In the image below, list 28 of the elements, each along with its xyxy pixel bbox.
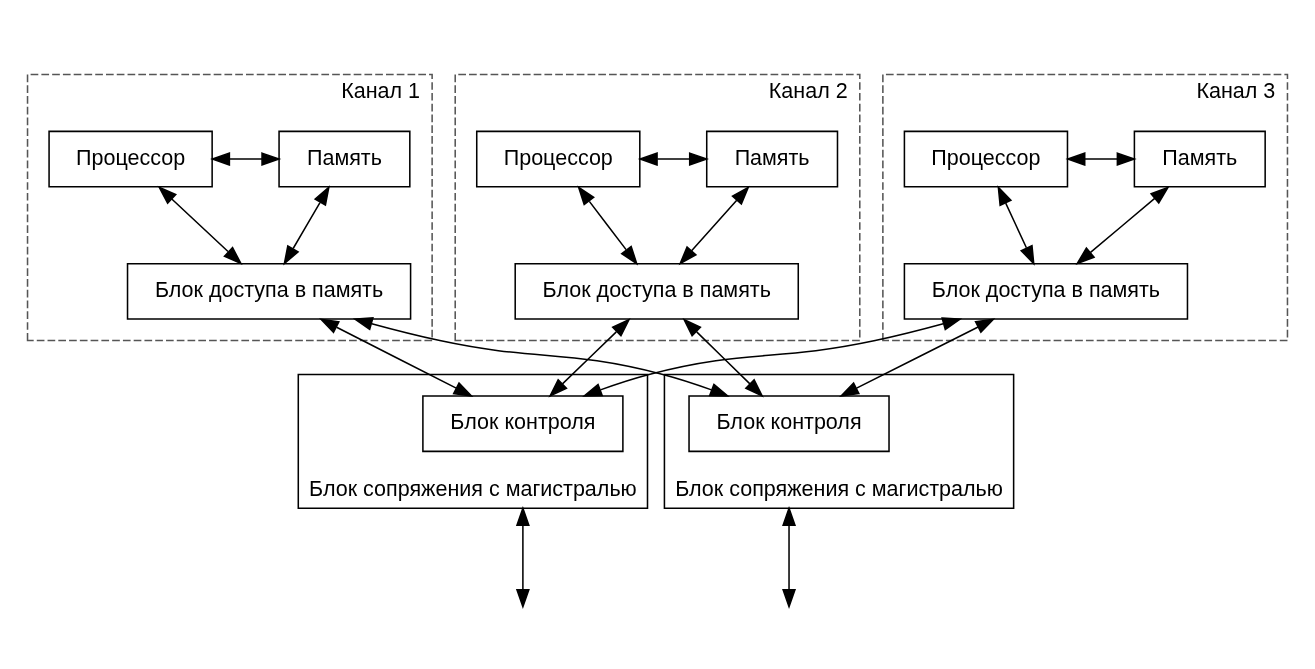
arrow <box>678 185 750 265</box>
node-box: Блок контроля <box>422 394 624 452</box>
arrow <box>682 317 764 397</box>
arrow <box>1065 151 1137 166</box>
arrow <box>318 317 474 397</box>
node-box: Память <box>278 130 411 188</box>
node-box: Процессор <box>475 130 641 188</box>
node-box: Блок контроля <box>688 394 890 452</box>
node-box: Блок доступа в память <box>514 262 800 320</box>
node-box: Блок доступа в память <box>903 262 1189 320</box>
arrow <box>352 316 730 397</box>
node-box: Память <box>1133 130 1266 188</box>
node-box: Процессор <box>903 130 1069 188</box>
arrow <box>997 184 1035 266</box>
arrow <box>1075 185 1170 265</box>
arrow <box>577 185 639 265</box>
node-box: Память <box>705 130 839 188</box>
arrow <box>157 185 243 265</box>
arrow <box>637 151 709 166</box>
node-box: Блок доступа в память <box>126 262 412 320</box>
arrow <box>582 316 963 397</box>
arrow <box>283 184 330 266</box>
arrow <box>515 505 530 609</box>
arrow <box>782 505 797 609</box>
arrow <box>210 151 282 166</box>
node-box: Процессор <box>48 130 213 188</box>
arrow <box>839 317 996 397</box>
arrow <box>548 317 631 397</box>
